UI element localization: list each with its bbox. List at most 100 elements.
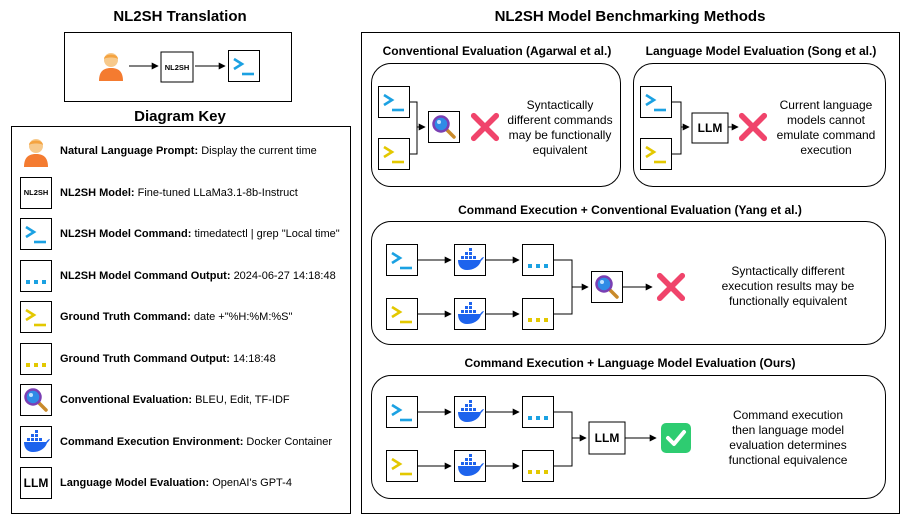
desc-line: Command execution [732, 408, 844, 422]
conventional-desc: Syntactically different commands may be … [500, 98, 620, 158]
key-term: NL2SH Model Command: [60, 228, 192, 240]
connector [554, 283, 589, 315]
terminal-yellow-icon [20, 301, 52, 333]
desc-line: equivalent [532, 143, 588, 157]
terminal-yellow-icon [378, 138, 410, 170]
output-blue-icon [522, 396, 554, 428]
key-text: Ground Truth Command: date +"%H:%M:%S" [60, 311, 292, 323]
exec-lm-flow [386, 396, 692, 482]
key-desc: Docker Container [246, 435, 333, 448]
desc-line: execution [800, 143, 852, 157]
key-text: NL2SH Model: Fine-tuned LLaMa3.1-8b-Inst… [60, 187, 298, 199]
lm-eval-title: Language Model Evaluation (Song et al.) [645, 44, 877, 58]
conventional-title: Conventional Evaluation (Agarwal et al.) [382, 44, 612, 58]
output-yellow-icon [20, 342, 52, 375]
key-panel: Natural Language Prompt: Display the cur… [11, 126, 351, 514]
key-term: Natural Language Prompt: [60, 145, 199, 157]
desc-line: functionally equivalent [728, 294, 848, 308]
key-term: NL2SH Model Command Output: [60, 269, 231, 282]
green-check-icon [660, 422, 692, 454]
desc-line: then language model [731, 423, 845, 437]
key-title: Diagram Key [134, 108, 226, 125]
translation-title: NL2SH Translation [113, 8, 247, 25]
conventional-panel: Syntactically different commands may be … [371, 63, 621, 187]
person-icon [95, 49, 127, 81]
key-row: NL2SH NL2SH Model: Fine-tuned LLaMa3.1-8b… [20, 175, 298, 211]
terminal-blue-icon [640, 86, 672, 118]
magnifier-icon [591, 271, 623, 303]
desc-line: may be functionally [508, 128, 612, 142]
key-desc: date +"%H:%M:%S" [193, 311, 293, 323]
desc-line: Current language [779, 98, 873, 112]
lm-eval-flow [640, 86, 885, 170]
terminal-yellow-icon [386, 450, 418, 482]
desc-line: emulate command [776, 128, 876, 142]
key-row: LLM Language Model Evaluation: OpenAI's G… [20, 465, 292, 501]
key-term: Ground Truth Command: [60, 311, 191, 323]
terminal-blue-icon [386, 244, 418, 276]
key-term: Conventional Evaluation: [60, 394, 193, 406]
key-desc: BLEU, Edit, TF-IDF [195, 394, 290, 406]
exec-lm-desc: Command execution then language model ev… [708, 408, 868, 468]
terminal-yellow-icon [386, 298, 418, 330]
nl2sh-model-icon: NL2SH [20, 176, 52, 209]
key-desc: OpenAI's GPT-4 [212, 477, 292, 489]
key-text: NL2SH Model Command Output: 2024-06-27 1… [60, 270, 336, 282]
magnifier-icon [20, 384, 52, 416]
key-desc: Display the current time [201, 145, 317, 157]
terminal-yellow-icon [640, 138, 672, 170]
llm-icon: LLM [20, 467, 52, 499]
desc-line: different commands [507, 113, 613, 127]
desc-line: Syntactically different [731, 264, 845, 278]
docker-icon [454, 450, 486, 482]
llm-label: LLM [697, 121, 723, 135]
desc-line: functional equivalence [728, 453, 848, 467]
key-row: NL2SH Model Command Output: 2024-06-27 1… [20, 258, 336, 294]
key-row: Natural Language Prompt: Display the cur… [20, 133, 317, 169]
person-icon [20, 135, 52, 167]
docker-icon [454, 298, 486, 330]
translation-panel: NL2SH [64, 32, 292, 102]
red-cross-icon [474, 116, 497, 139]
connector [554, 411, 586, 439]
key-row: Command Execution Environment: Docker Co… [20, 424, 332, 460]
exec-lm-title: Command Execution + Language Model Evalu… [464, 356, 796, 370]
key-text: Language Model Evaluation: OpenAI's GPT-… [60, 477, 292, 489]
exec-lm-panel: LLM Command execution then language mode… [371, 375, 886, 499]
connector [554, 434, 587, 467]
key-desc: Fine-tuned LLaMa3.1-8b-Instruct [137, 186, 298, 199]
key-row: Ground Truth Command: date +"%H:%M:%S" [20, 299, 292, 335]
output-blue-icon [20, 259, 52, 292]
key-row: Ground Truth Command Output: 14:18:48 [20, 341, 276, 377]
key-desc: 2024-06-27 14:18:48 [233, 269, 336, 282]
key-row: NL2SH Model Command: timedatectl | grep … [20, 216, 340, 252]
output-yellow-icon [522, 298, 554, 330]
terminal-blue-icon [378, 86, 410, 118]
exec-conventional-desc: Syntactically different execution result… [702, 264, 874, 309]
desc-line: execution results may be [721, 279, 855, 293]
translation-flow [95, 49, 260, 83]
key-desc: timedatectl | grep "Local time" [194, 228, 340, 240]
key-list: Natural Language Prompt: Display the cur… [20, 133, 350, 509]
nl2sh-model-box [160, 51, 194, 83]
conventional-flow [378, 86, 620, 170]
terminal-blue-icon [20, 218, 52, 250]
desc-line: evaluation determines [729, 438, 847, 452]
docker-icon [454, 244, 486, 276]
icon-label: LLM [23, 476, 49, 490]
docker-icon [454, 396, 486, 428]
connector [410, 101, 425, 128]
nl2sh-model-label: NL2SH [164, 62, 190, 72]
output-blue-icon [522, 244, 554, 276]
key-text: Natural Language Prompt: Display the cur… [60, 145, 317, 157]
icon-label: NL2SH [23, 188, 49, 197]
lm-eval-panel: LLM Current language models cannot emula… [633, 63, 886, 187]
key-desc: 14:18:48 [232, 352, 276, 365]
key-term: NL2SH Model: [60, 186, 135, 199]
connector [410, 123, 426, 155]
benchmark-title: NL2SH Model Benchmarking Methods [494, 8, 766, 25]
connector [672, 123, 690, 155]
terminal-blue-icon [386, 396, 418, 428]
red-cross-icon [660, 276, 683, 299]
